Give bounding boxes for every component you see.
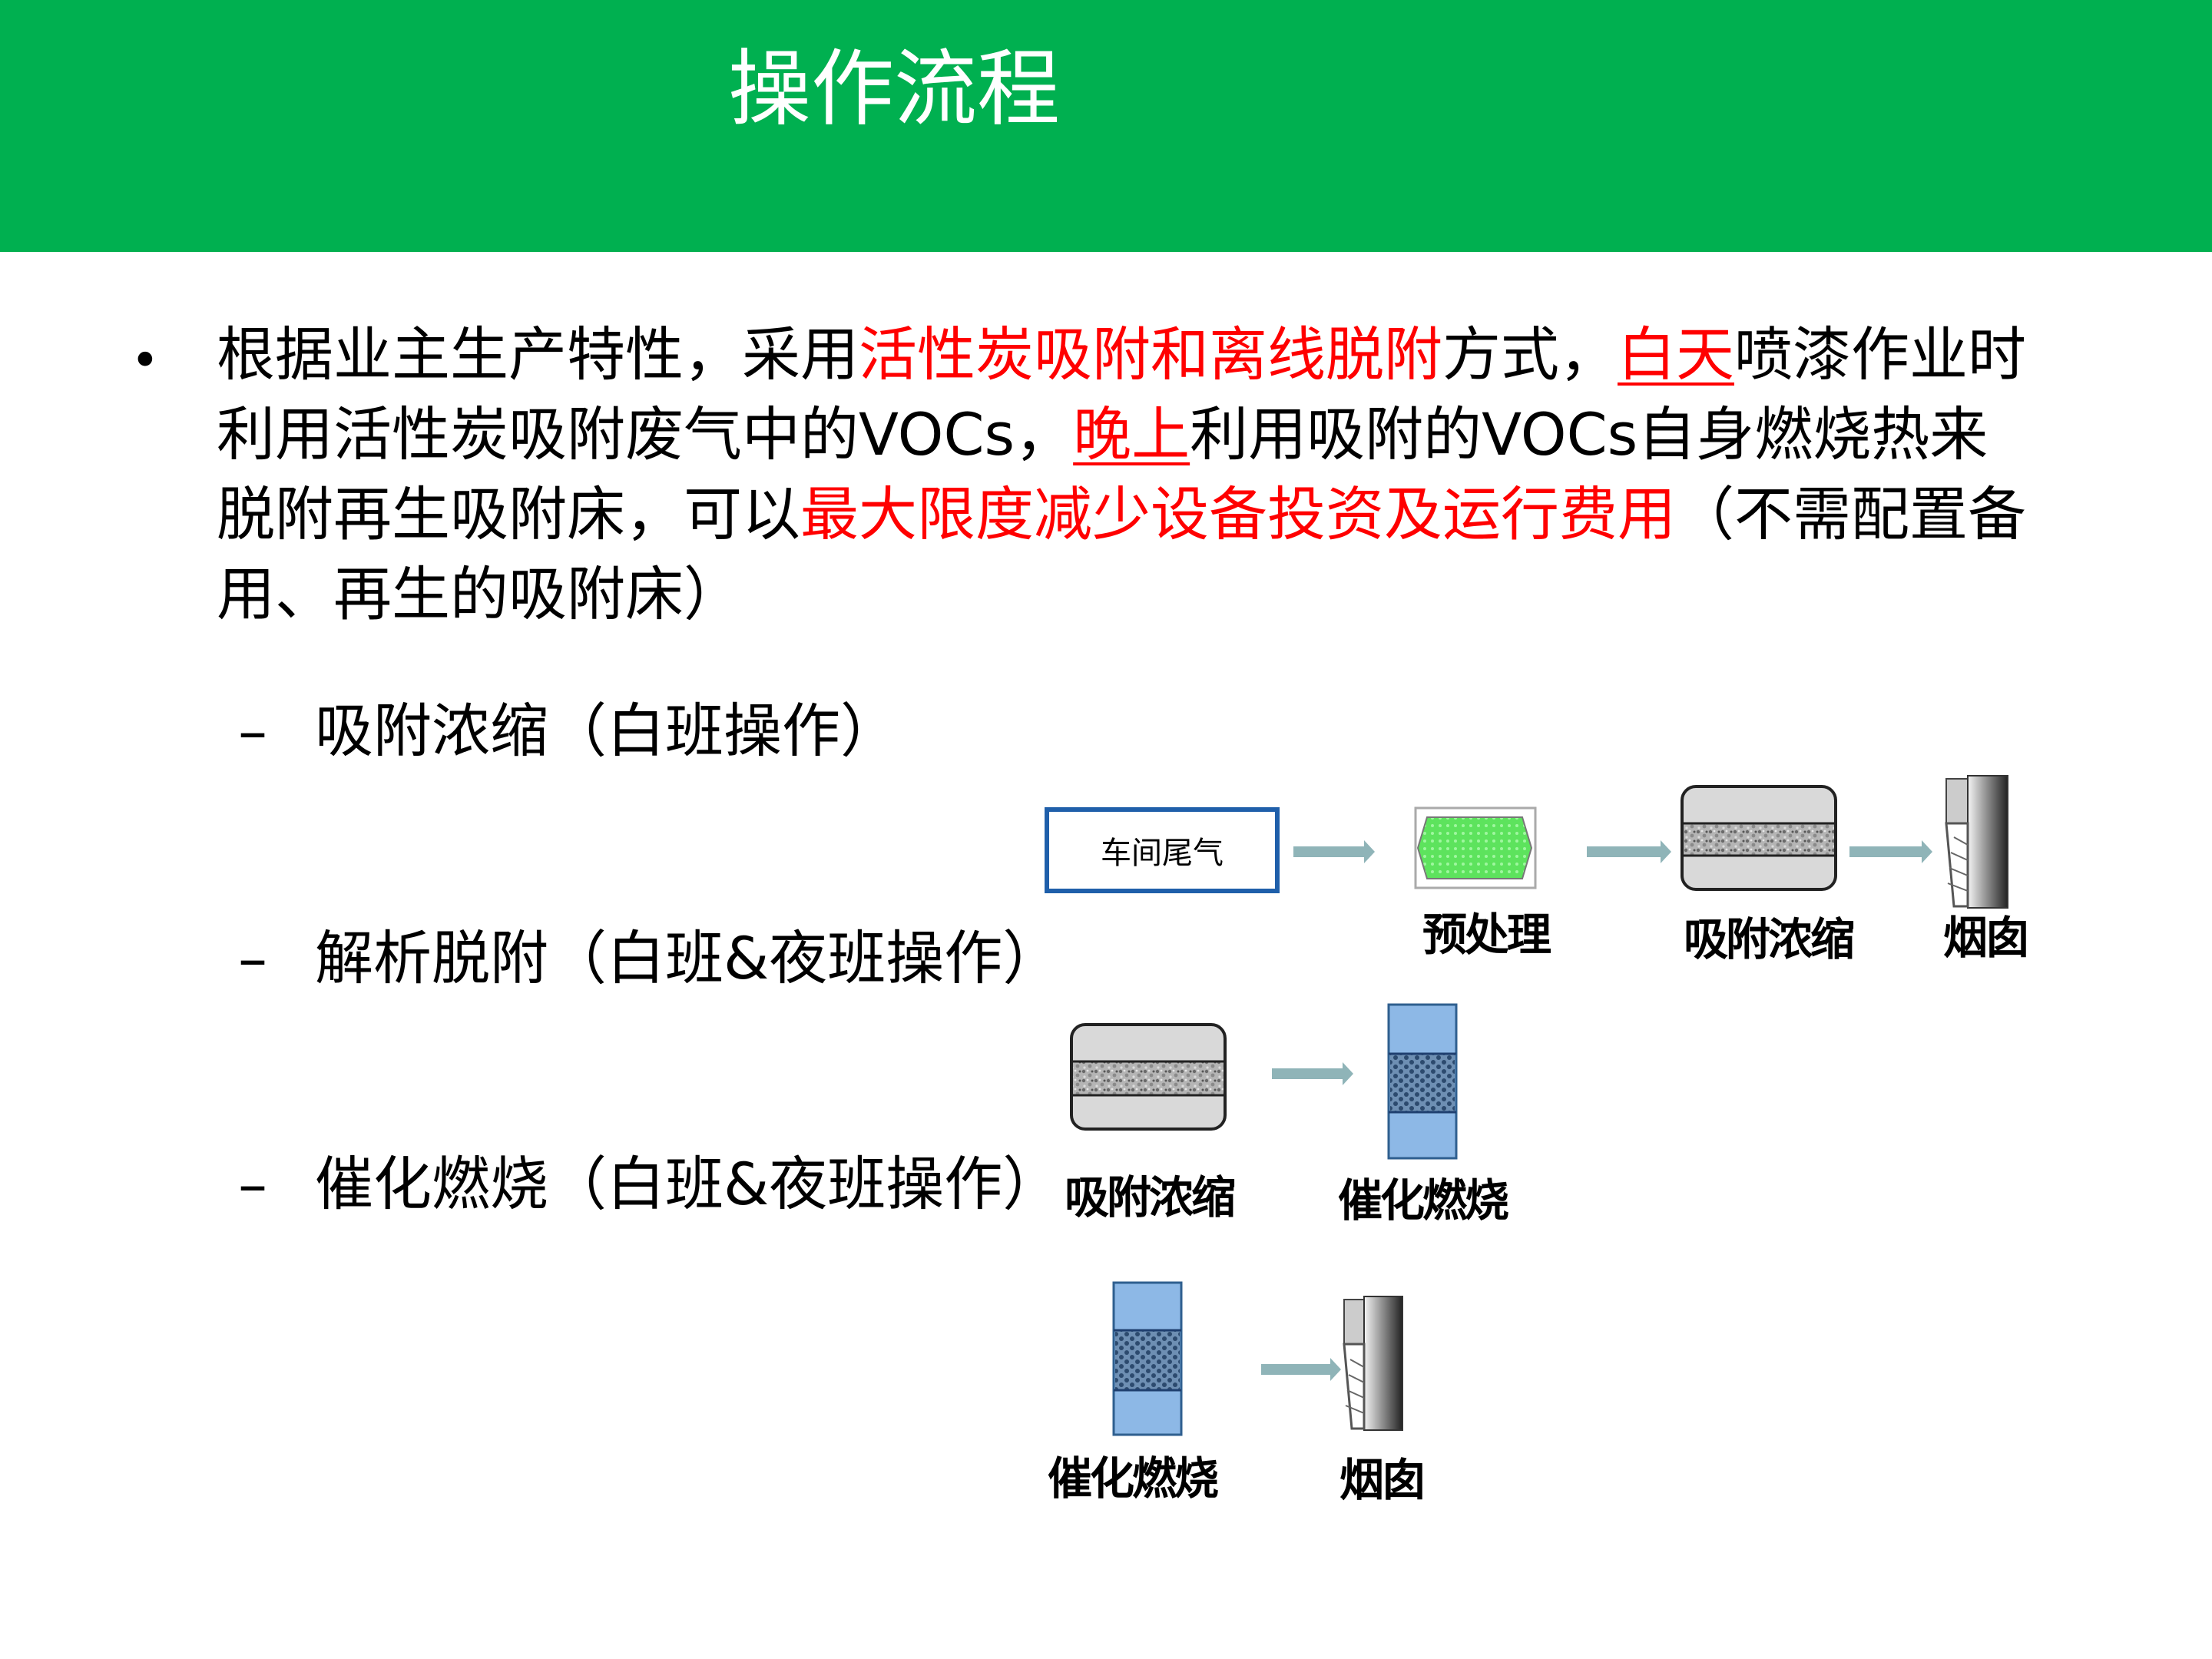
sub-item-catalytic: –催化燃烧（白班&夜班操作） <box>238 1146 1061 1223</box>
catalytic-combustor-icon <box>1112 1281 1183 1436</box>
main-paragraph: 根据业主生产特性，采用活性炭吸附和离线脱附方式，白天喷漆作业时利用活性炭吸附废气… <box>217 315 2029 634</box>
sub-item-dash: – <box>238 697 267 765</box>
sub-item-text: 吸附浓缩（白班操作） <box>315 697 899 765</box>
sub-item-text: 催化燃烧（白班&夜班操作） <box>315 1150 1061 1218</box>
chimney-icon <box>1945 775 2008 909</box>
label-adsorption: 吸附浓缩 <box>1684 913 1855 965</box>
paragraph-run-highlight: 活性炭吸附和离线脱附 <box>859 320 1442 389</box>
catalytic-combustor-icon <box>1387 1003 1458 1160</box>
paragraph-run: 利用吸附的VOCs自身燃烧热来脱附再生吸附床，可以 <box>217 400 1988 548</box>
paragraph-run: （不需配置备用、再生的吸附床） <box>217 480 2026 628</box>
label-chimney: 烟囱 <box>1339 1454 1426 1506</box>
paragraph-run: 喷漆作业时利用活性炭吸附废气中的VOCs， <box>217 320 2026 469</box>
sub-item-text: 解析脱附（白班&夜班操作） <box>315 924 1061 992</box>
adsorption-bed-icon <box>1681 785 1837 891</box>
chimney-icon <box>1343 1296 1403 1431</box>
label-catalytic: 催化燃烧 <box>1048 1452 1219 1505</box>
sub-item-dash: – <box>238 924 267 992</box>
label-pretreatment: 预处理 <box>1422 909 1551 961</box>
flow-arrow <box>1587 840 1671 863</box>
bullet-marker: • <box>131 333 160 389</box>
flow-arrow <box>1272 1062 1353 1085</box>
paragraph-run-highlight: 最大限度减少设备投资及运行费用 <box>800 480 1676 548</box>
label-chimney: 烟囱 <box>1943 912 2030 964</box>
sub-item-dash: – <box>238 1150 267 1218</box>
paragraph-run: 方式， <box>1442 320 1618 389</box>
sub-item-desorption: –解析脱附（白班&夜班操作） <box>238 920 1061 997</box>
paragraph-run-daytime: 白天 <box>1618 320 1734 389</box>
header-bar: 操作流程 <box>0 0 2212 252</box>
flow-arrow <box>1261 1358 1341 1381</box>
flow-arrow <box>1293 840 1375 863</box>
page-title: 操作流程 <box>728 41 1061 137</box>
flow-arrow <box>1849 840 1932 863</box>
paragraph-run: 根据业主生产特性，采用 <box>217 320 859 389</box>
pretreatment-unit-icon <box>1414 806 1537 889</box>
paragraph-run-night: 晚上 <box>1073 400 1190 469</box>
sub-item-adsorption: –吸附浓缩（白班操作） <box>238 693 899 770</box>
label-adsorption: 吸附浓缩 <box>1065 1171 1236 1224</box>
adsorption-bed-icon <box>1070 1023 1227 1131</box>
label-catalytic: 催化燃烧 <box>1338 1174 1509 1227</box>
exhaust-source-box: 车间尾气 <box>1045 807 1280 893</box>
